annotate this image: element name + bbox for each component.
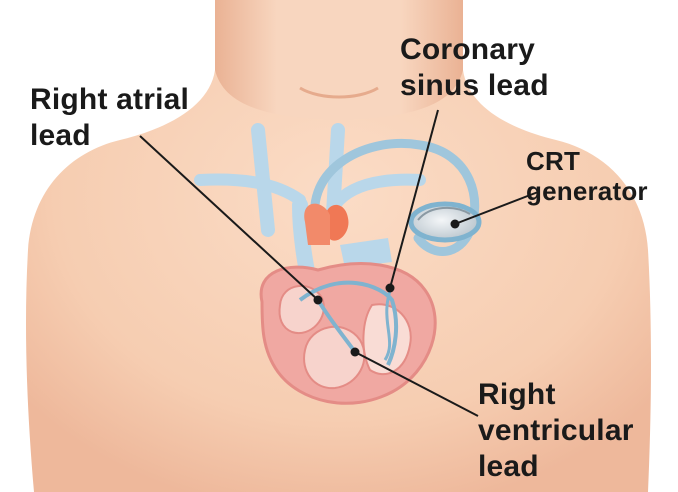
right-ventricular-lead-line-1: Right bbox=[478, 377, 634, 413]
right-ventricular-lead-label: Right ventricular lead bbox=[478, 377, 634, 485]
right-ventricular-lead-line-2: ventricular bbox=[478, 413, 634, 449]
right-atrial-lead-line-2: lead bbox=[30, 118, 189, 154]
right-atrial-lead-label: Right atrial lead bbox=[30, 82, 189, 154]
coronary-sinus-lead-line-2: sinus lead bbox=[400, 68, 549, 104]
crt-generator-device bbox=[411, 204, 479, 240]
right-atrial-lead-line-1: Right atrial bbox=[30, 82, 189, 118]
coronary-sinus-lead-label: Coronary sinus lead bbox=[400, 32, 549, 104]
crt-generator-line-1: CRT bbox=[526, 146, 648, 176]
crt-generator-label: CRT generator bbox=[526, 146, 648, 206]
coronary-sinus-lead-line-1: Coronary bbox=[400, 32, 549, 68]
crt-generator-line-2: generator bbox=[526, 176, 648, 206]
right-ventricular-lead-line-3: lead bbox=[478, 449, 634, 485]
